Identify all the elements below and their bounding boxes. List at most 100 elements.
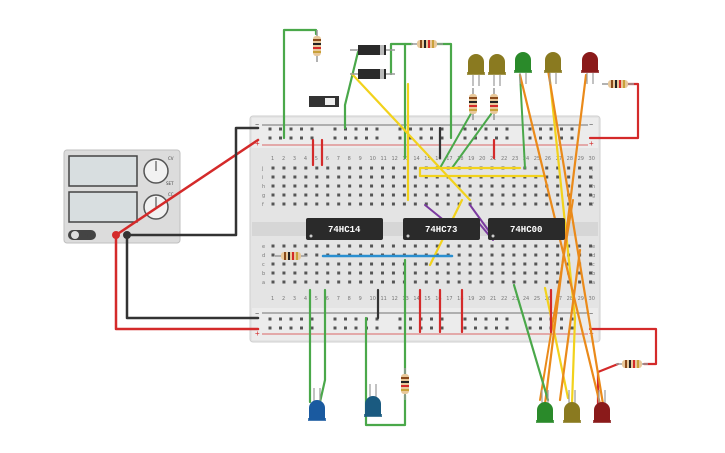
column-number: 14 [413,156,419,162]
column-number: 24 [523,156,529,162]
column-number: 1 [271,156,274,162]
led-blue-1[interactable] [308,388,326,421]
column-number: 11 [381,296,387,302]
column-number: 10 [370,296,376,302]
cc-label: CC [168,192,174,197]
column-number: 8 [348,296,351,302]
chip-74hc14-label: 74HC14 [328,225,361,235]
column-number: 19 [468,156,474,162]
leds [308,52,611,423]
resistor-8[interactable] [401,368,409,400]
column-number: 16 [435,296,441,302]
column-number: 10 [370,156,376,162]
row-letter: h [262,184,265,190]
rail-minus-label-tl: − [255,122,259,129]
led-blue-2[interactable] [364,384,382,417]
row-letter: e [262,244,265,250]
rail-plus-label-tr: + [589,139,594,148]
column-number: 6 [326,156,329,162]
ic-chips: 74HC14 74HC73 74HC00 [306,218,565,240]
column-number: 15 [424,296,430,302]
power-supply: CV SET CC OFF [63,149,181,244]
resistor-3[interactable] [469,88,477,120]
rail-minus-label-br: − [589,311,593,318]
column-number: 14 [413,296,419,302]
chip-74hc00[interactable]: 74HC00 [488,218,565,240]
column-number: 25 [534,156,540,162]
led-olive-1[interactable] [467,54,485,86]
led-olive-3[interactable] [544,52,562,84]
column-number: 28 [567,156,573,162]
row-letter: j [591,166,593,172]
wires [114,28,658,427]
led-olive-2[interactable] [488,54,506,86]
row-letter: d [592,253,595,259]
led-olive-bottom[interactable] [563,390,581,423]
chip-74hc73[interactable]: 74HC73 [403,218,480,240]
wire-psu-positive-top [114,138,260,237]
resistor-2[interactable] [411,40,443,48]
led-green-top[interactable] [514,52,532,84]
slide-switch[interactable] [309,96,339,107]
chip-74hc14[interactable]: 74HC14 [306,218,383,240]
resistors [275,30,648,400]
row-letter: a [592,280,595,286]
diode-1[interactable] [358,45,386,55]
voltage-display [68,155,138,187]
chip-74hc00-label: 74HC00 [510,225,542,235]
chip-74hc73-label: 74HC73 [425,225,457,235]
column-number: 21 [490,156,496,162]
row-letter: b [262,271,265,277]
column-number: 11 [381,156,387,162]
resistor-4[interactable] [490,88,498,120]
wire-psu-negative-bottom [125,233,260,320]
column-number: 6 [326,296,329,302]
led-red-top[interactable] [581,52,599,84]
diodes [350,45,395,79]
rail-minus-label-bl: − [255,311,259,318]
row-letter: d [262,253,265,259]
row-letter: c [592,262,595,268]
column-number: 30 [589,156,595,162]
column-number: 29 [578,296,584,302]
led-red-bottom[interactable] [593,390,611,423]
switch-off-label: OFF [85,234,93,239]
column-number: 29 [578,156,584,162]
column-number: 7 [337,156,340,162]
column-number: 15 [424,156,430,162]
column-number: 21 [490,296,496,302]
row-letter: g [592,193,595,199]
column-number: 17 [446,156,452,162]
column-number: 4 [304,296,307,302]
column-number: 7 [337,296,340,302]
column-number: 9 [359,296,362,302]
resistor-7[interactable] [275,252,307,260]
column-number: 3 [293,156,296,162]
row-letter: i [592,175,593,181]
current-display [68,191,138,223]
column-number: 1 [271,296,274,302]
rail-plus-label-bl: + [255,329,260,338]
resistor-6[interactable] [616,360,648,368]
resistor-1[interactable] [313,30,321,62]
column-number: 2 [282,296,285,302]
rail-minus-label-tr: − [589,122,593,129]
column-number: 17 [446,296,452,302]
row-letter: f [262,202,264,208]
row-letter: b [592,271,595,277]
column-number: 22 [501,296,507,302]
rail-plus-label-tl: + [255,139,260,148]
row-letter: h [592,184,595,190]
column-number: 26 [545,156,551,162]
column-number: 22 [501,156,507,162]
diode-2[interactable] [358,69,386,79]
column-number: 24 [523,296,529,302]
column-number: 12 [391,156,397,162]
resistor-5[interactable] [602,80,634,88]
column-number: 23 [512,156,518,162]
led-green-bottom[interactable] [536,390,554,423]
row-letter: a [262,280,265,286]
column-number: 4 [304,156,307,162]
column-number: 2 [282,156,285,162]
